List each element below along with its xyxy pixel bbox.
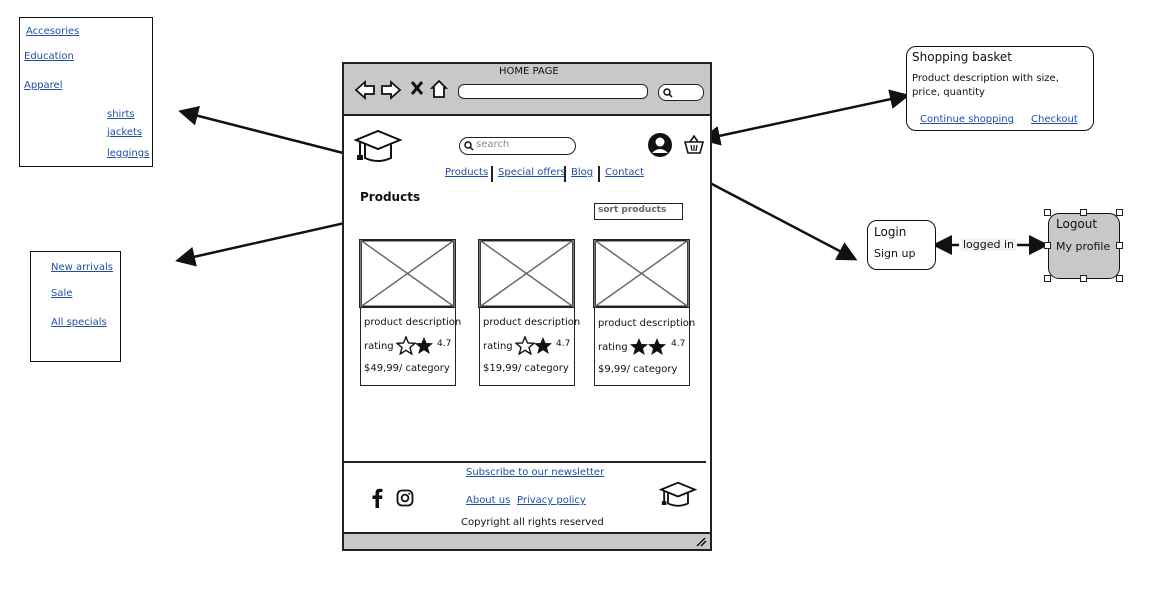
nav-blog-link[interactable]: Blog [571, 167, 594, 178]
basket-icon[interactable] [683, 135, 705, 155]
nav-products-link[interactable]: Products [445, 167, 489, 178]
nav-contact-link[interactable]: Contact [605, 167, 644, 178]
search-icon [464, 141, 474, 151]
signup-link[interactable]: Sign up [874, 247, 916, 260]
copyright-text: Copyright all rights reserved [461, 517, 604, 528]
shopping-basket-popup: Shopping basket Product description with… [906, 46, 1094, 131]
basket-description: Product description with size, price, qu… [912, 73, 1059, 98]
home-icon[interactable] [430, 79, 448, 99]
category-education-link[interactable]: Education [24, 51, 74, 62]
star-icon [648, 338, 666, 355]
nav-special-offers-link[interactable]: Special offers [498, 167, 566, 178]
categories-dropdown: Accesories Education Apparel shirts jack… [19, 17, 153, 167]
search-icon [663, 88, 673, 98]
resize-icon[interactable] [695, 536, 707, 547]
rating-value: 4.7 [556, 339, 571, 349]
product-description: product description [598, 318, 696, 329]
star-icon [415, 337, 433, 354]
star-icon [515, 336, 535, 355]
selection-handle [1044, 275, 1051, 282]
selection-handle [1044, 242, 1051, 249]
star-icon [630, 338, 648, 355]
browser-toolbar: HOME PAGE [344, 64, 710, 116]
product-image-placeholder [593, 239, 690, 308]
rating-value: 4.7 [437, 339, 452, 349]
product-price: $49,99/ category [364, 363, 450, 374]
graduation-cap-logo[interactable] [658, 480, 698, 510]
product-card[interactable]: product description rating 4.7 $19,99/ c… [478, 239, 580, 386]
star-icon [396, 336, 416, 355]
browser-search-box[interactable] [658, 84, 704, 101]
subcategory-shirts-link[interactable]: shirts [107, 109, 135, 120]
star-icon [534, 337, 552, 354]
forward-arrow-icon[interactable] [380, 80, 402, 100]
search-placeholder: search [476, 139, 510, 150]
site-search-field[interactable]: search [459, 137, 576, 155]
close-icon[interactable] [410, 80, 424, 96]
sort-products-select[interactable]: sort products [594, 203, 683, 220]
footer-divider [344, 461, 706, 463]
privacy-policy-link[interactable]: Privacy policy [517, 495, 586, 506]
arrow-basket-popup [700, 89, 910, 146]
product-price: $9,99/ category [598, 364, 678, 375]
rating-label: rating [364, 341, 394, 352]
subcategory-leggings-link[interactable]: leggings [107, 148, 150, 159]
product-description: product description [483, 317, 581, 328]
logout-link[interactable]: Logout [1056, 217, 1098, 231]
my-profile-link[interactable]: My profile [1056, 240, 1111, 253]
logged-in-label: logged in [961, 238, 1017, 251]
product-image-placeholder [359, 239, 456, 308]
product-card[interactable]: product description rating 4.7 $9,99/ ca… [593, 239, 695, 386]
checkout-link[interactable]: Checkout [1031, 114, 1078, 125]
about-us-link[interactable]: About us [466, 495, 511, 506]
products-heading: Products [360, 190, 421, 204]
nav-separator [598, 166, 600, 182]
rating-label: rating [483, 341, 513, 352]
product-image-placeholder [478, 239, 575, 308]
offer-all-specials-link[interactable]: All specials [51, 317, 107, 328]
browser-window: HOME PAGE search [342, 62, 712, 551]
selection-handle [1116, 275, 1123, 282]
selection-handle [1044, 209, 1051, 216]
newsletter-link[interactable]: Subscribe to our newsletter [466, 467, 605, 478]
category-accessories-link[interactable]: Accesories [26, 26, 80, 37]
sort-products-label: sort products [598, 205, 667, 215]
rating-label: rating [598, 342, 628, 353]
selection-handle [1080, 275, 1087, 282]
continue-shopping-link[interactable]: Continue shopping [920, 114, 1014, 125]
selection-handle [1116, 242, 1123, 249]
offers-dropdown: New arrivals Sale All specials [30, 251, 121, 362]
offer-new-arrivals-link[interactable]: New arrivals [51, 262, 113, 273]
offer-sale-link[interactable]: Sale [51, 288, 73, 299]
facebook-icon[interactable] [371, 488, 383, 508]
page-title: HOME PAGE [499, 66, 559, 77]
product-description: product description [364, 317, 462, 328]
browser-status-bar [344, 532, 710, 549]
account-popup-logged-out: Login Sign up [867, 220, 936, 270]
nav-separator [564, 166, 566, 182]
selection-handle [1080, 209, 1087, 216]
product-price: $19,99/ category [483, 363, 569, 374]
back-arrow-icon[interactable] [354, 80, 376, 100]
category-apparel-link[interactable]: Apparel [24, 80, 63, 91]
basket-title: Shopping basket [912, 50, 1013, 64]
login-link[interactable]: Login [874, 225, 907, 239]
subcategory-jackets-link[interactable]: jackets [107, 127, 143, 138]
url-bar[interactable] [458, 84, 648, 99]
user-icon[interactable] [647, 132, 673, 158]
rating-value: 4.7 [671, 339, 686, 349]
instagram-icon[interactable] [396, 489, 414, 507]
graduation-cap-logo[interactable] [352, 128, 404, 166]
nav-separator [491, 166, 493, 182]
account-popup-logged-in: Logout My profile [1048, 213, 1120, 279]
product-card[interactable]: product description rating 4.7 $49,99/ c… [359, 239, 461, 386]
selection-handle [1116, 209, 1123, 216]
